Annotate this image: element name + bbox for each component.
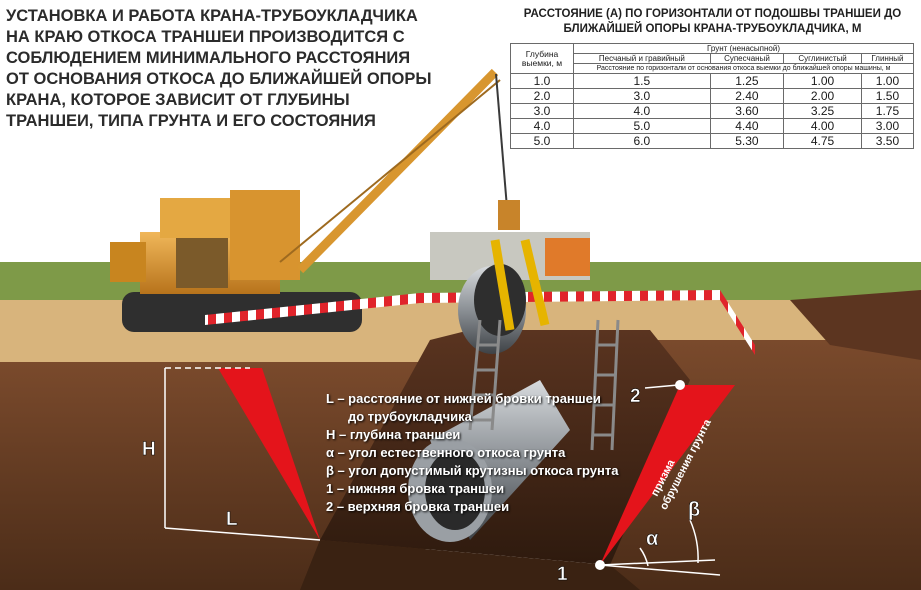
value-cell: 2.40 <box>709 88 785 104</box>
collapse-prism-left <box>218 368 320 540</box>
table-header-row: Глубина выемки, м Грунт (ненасыпной) <box>510 43 914 74</box>
value-cell: 1.00 <box>783 73 862 89</box>
value-cell: 2.00 <box>783 88 862 104</box>
headline: УСТАНОВКА И РАБОТА КРАНА-ТРУБОУКЛАДЧИКА … <box>6 7 432 130</box>
table-row: 4.0 5.0 4.40 4.00 3.00 <box>510 118 915 134</box>
value-cell: 4.75 <box>783 133 862 149</box>
legend-item-2: 2 – верхняя бровка траншеи <box>326 499 510 514</box>
table-row: 5.0 6.0 5.30 4.75 3.50 <box>510 133 915 149</box>
label-h: H <box>142 439 156 460</box>
ladder-left <box>468 319 502 431</box>
table-row: 3.0 4.0 3.60 3.25 1.75 <box>510 103 915 119</box>
distance-table: Глубина выемки, м Грунт (ненасыпной) Пес… <box>510 43 915 149</box>
table-row: 1.0 1.5 1.25 1.00 1.00 <box>510 73 915 89</box>
value-cell: 1.25 <box>709 73 785 89</box>
pipe-in-trench <box>408 380 570 542</box>
pipe-suspended <box>458 238 550 354</box>
value-cell: 3.60 <box>709 103 785 119</box>
depth-cell: 3.0 <box>510 103 574 119</box>
value-cell: 3.50 <box>860 133 915 149</box>
legend-item-l-cont: до трубоукладчика <box>348 409 472 424</box>
value-cell: 4.0 <box>573 103 711 119</box>
column-header: Супесчаный <box>709 53 785 64</box>
column-header: Суглинистый <box>783 53 862 64</box>
table-subheader: Расстояние по горизонтали от основания о… <box>573 63 914 74</box>
legend-item-alpha: α – угол естественного откоса грунта <box>326 445 566 460</box>
table-columns-row: Песчаный и гравийный Супесчаный Суглинис… <box>511 53 915 64</box>
soil-header: Грунт (ненасыпной) <box>573 43 914 54</box>
value-cell: 3.0 <box>573 88 711 104</box>
legend-item-l: L – расстояние от нижней бровки траншеи <box>326 391 601 406</box>
point-1-marker <box>595 560 605 570</box>
value-cell: 4.40 <box>709 118 785 134</box>
point-2-marker <box>675 380 685 390</box>
depth-cell: 4.0 <box>510 118 574 134</box>
table-row: 2.0 3.0 2.40 2.00 1.50 <box>510 88 915 104</box>
dimension-h <box>164 367 250 528</box>
value-cell: 3.25 <box>783 103 862 119</box>
value-cell: 5.30 <box>709 133 785 149</box>
legend-item-beta: β – угол допустимый крутизны откоса грун… <box>326 463 619 478</box>
value-cell: 6.0 <box>573 133 711 149</box>
dimension-l <box>164 527 721 576</box>
collapse-prism-right <box>600 385 735 565</box>
table-title: РАССТОЯНИЕ (А) ПО ГОРИЗОНТАЛИ ОТ ПОДОШВЫ… <box>523 8 902 35</box>
label-alpha: α <box>646 528 659 550</box>
depth-header: Глубина выемки, м <box>510 43 574 74</box>
value-cell: 3.00 <box>860 118 915 134</box>
legend: L – расстояние от нижней бровки траншеи … <box>326 390 626 516</box>
label-l: L <box>226 509 238 530</box>
value-cell: 5.0 <box>573 118 711 134</box>
value-cell: 1.75 <box>860 103 915 119</box>
value-cell: 1.5 <box>573 73 711 89</box>
barrier-fence <box>205 293 420 325</box>
ladder-right <box>590 319 620 451</box>
soil-mound-right <box>790 290 921 360</box>
column-header: Глинный <box>860 53 915 64</box>
value-cell: 1.00 <box>860 73 915 89</box>
barrier-fence-right <box>720 290 755 355</box>
value-cell: 1.50 <box>860 88 915 104</box>
depth-cell: 5.0 <box>510 133 574 149</box>
depth-cell: 2.0 <box>510 88 574 104</box>
label-point-1: 1 <box>557 564 568 585</box>
value-cell: 4.00 <box>783 118 862 134</box>
legend-item-1: 1 – нижняя бровка траншеи <box>326 481 505 496</box>
depth-cell: 1.0 <box>510 73 574 89</box>
angle-lines <box>599 384 716 567</box>
label-point-2: 2 <box>630 386 641 407</box>
column-header: Песчаный и гравийный <box>573 53 711 64</box>
label-beta: β <box>688 499 700 521</box>
legend-item-h: H – глубина траншеи <box>326 427 461 442</box>
trench-floor <box>300 540 640 590</box>
